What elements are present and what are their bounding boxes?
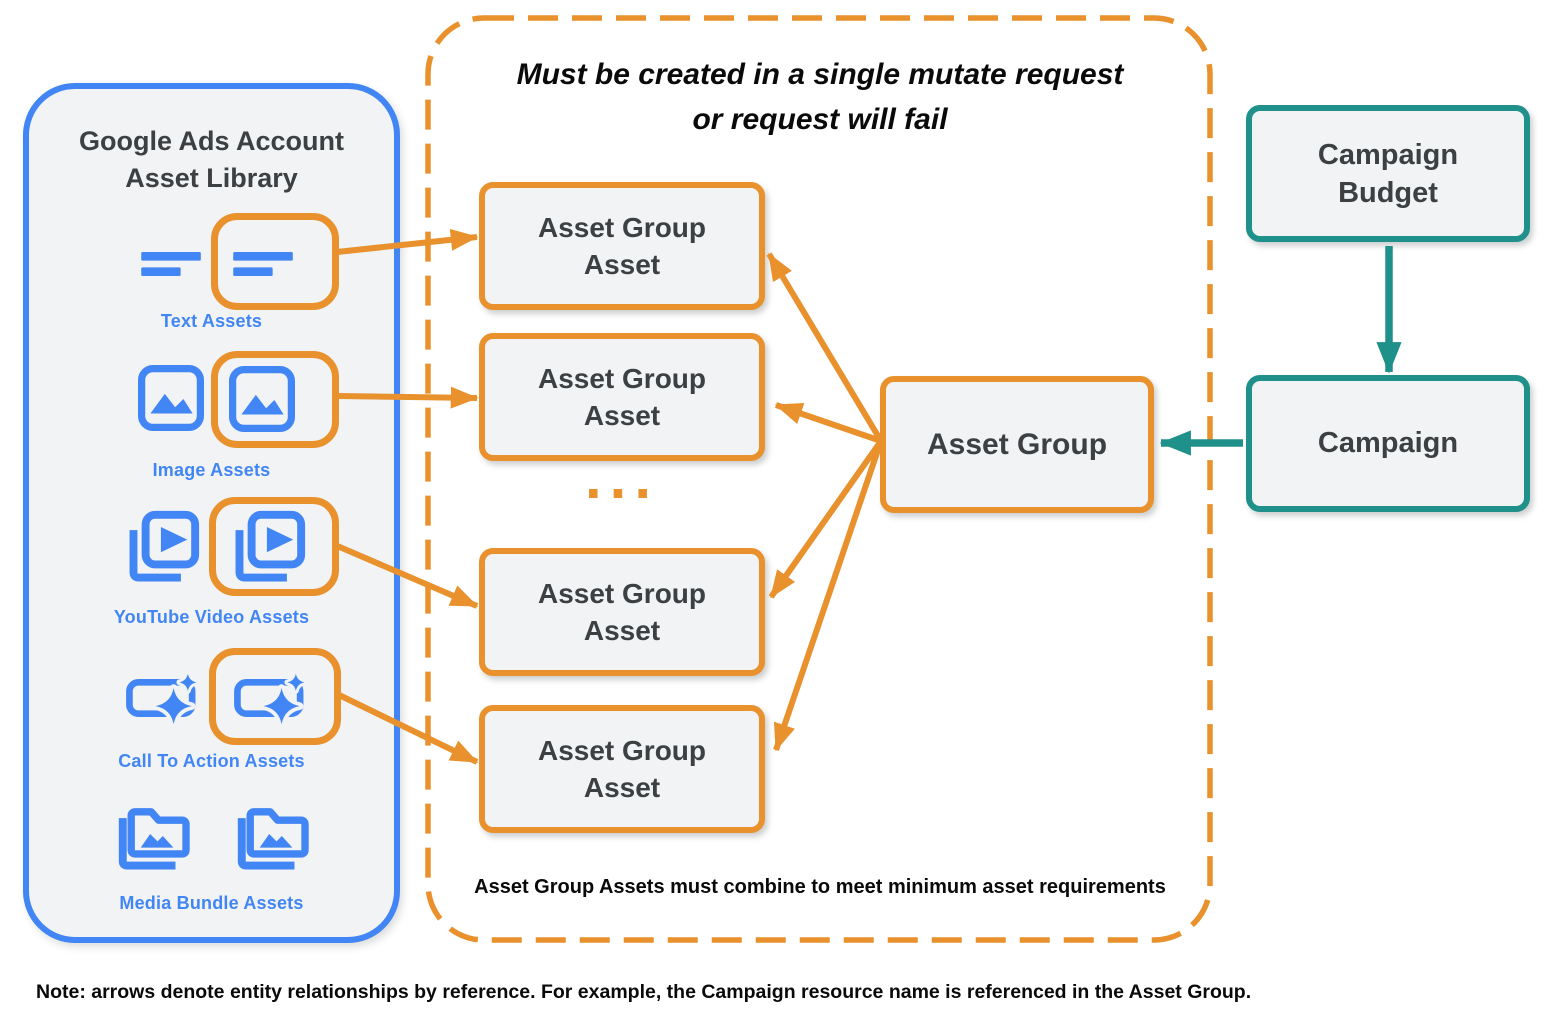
media-bundle-folder-icon	[109, 796, 204, 874]
asset-library-title: Google Ads Account Asset Library	[29, 123, 394, 197]
text-lines-icon	[141, 252, 203, 277]
call-to-action-assets-label: Call To Action Assets	[118, 751, 305, 771]
campaign-budget-label: Campaign Budget	[1317, 138, 1459, 209]
minimum-asset-requirements-note: Asset Group Assets must combine to meet …	[474, 876, 1166, 898]
more-asset-group-assets-ellipsis: ...	[584, 444, 659, 511]
asset-group-box: Asset Group	[880, 376, 1154, 513]
mutate-request-title: Must be created in a single mutate reque…	[470, 52, 1170, 142]
campaign-box: Campaign	[1246, 375, 1530, 512]
call-to-action-sparkle-icon	[234, 670, 314, 727]
text-assets-label: Text Assets	[160, 311, 263, 331]
media-bundle-folder-icon	[228, 796, 323, 874]
arrow-asset-group-to-asset-group-asset-2	[774, 402, 882, 444]
asset-library-title-line2: Asset Library	[125, 163, 298, 193]
asset-group-label: Asset Group	[926, 427, 1108, 461]
asset-group-asset-box-1: Asset Group Asset	[479, 182, 765, 310]
campaign-label: Campaign	[1317, 427, 1459, 459]
text-asset-highlight-ring	[211, 213, 339, 310]
youtube-video-assets-label: YouTube Video Assets	[113, 607, 310, 627]
asset-group-asset-box-3: Asset Group Asset	[479, 548, 765, 676]
media-bundle-assets-label: Media Bundle Assets	[119, 893, 304, 913]
asset-group-asset-label: Asset Group Asset	[537, 735, 707, 803]
asset-group-asset-label: Asset Group Asset	[537, 212, 707, 280]
asset-library-title-line1: Google Ads Account	[78, 126, 344, 156]
asset-group-asset-box-4: Asset Group Asset	[479, 705, 765, 833]
asset-library-panel: Google Ads Account Asset Library Text As…	[23, 83, 400, 943]
asset-group-asset-label: Asset Group Asset	[537, 363, 707, 431]
arrow-asset-group-to-asset-group-asset-4	[773, 440, 884, 752]
image-icon	[138, 365, 204, 431]
image-assets-label: Image Assets	[152, 460, 271, 480]
image-icon	[229, 366, 295, 432]
asset-group-asset-label: Asset Group Asset	[537, 578, 707, 646]
asset-group-asset-box-2: Asset Group Asset	[479, 333, 765, 461]
call-to-action-sparkle-icon	[126, 670, 206, 727]
campaign-budget-box: Campaign Budget	[1246, 105, 1530, 242]
youtube-video-icon	[123, 508, 203, 586]
reference-note: Note: arrows denote entity relationships…	[36, 981, 1252, 1003]
mutate-request-title-line2: or request will fail	[692, 103, 948, 136]
youtube-video-icon	[229, 508, 309, 586]
mutate-request-title-line1: Must be created in a single mutate reque…	[516, 58, 1124, 91]
arrow-asset-group-to-asset-group-asset-3	[768, 439, 884, 599]
arrow-asset-group-to-asset-group-asset-1	[766, 252, 884, 443]
text-lines-icon	[233, 252, 295, 277]
image-asset-highlight-ring	[211, 351, 339, 448]
